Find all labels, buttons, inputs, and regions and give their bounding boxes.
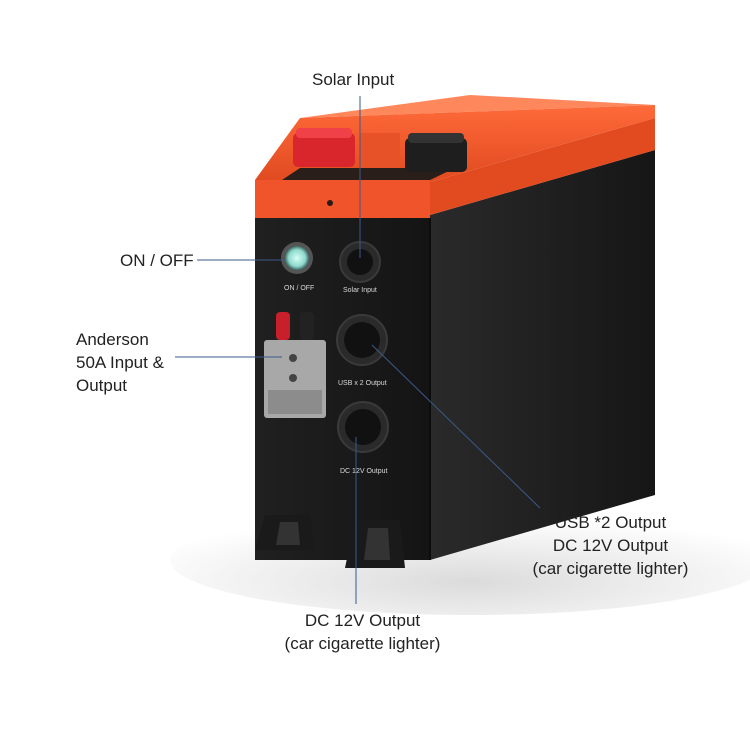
battery-side-panel (430, 150, 655, 560)
positive-terminal (293, 128, 355, 167)
callout-anderson: Anderson 50A Input & Output (76, 328, 164, 397)
power-button[interactable] (281, 242, 313, 274)
panel-label-solar: Solar Input (343, 287, 377, 294)
battery-foot-left (255, 515, 315, 550)
usb-port (336, 314, 388, 366)
panel-label-usb: USB x 2 Output (338, 380, 387, 387)
callout-on-off: ON / OFF (120, 251, 194, 270)
panel-label-on-off: ON / OFF (284, 285, 314, 292)
callout-dc-bottom: DC 12V Output (car cigarette lighter) (260, 609, 465, 655)
solar-input-port (339, 241, 381, 283)
battery-front-orange-band (255, 180, 430, 218)
callout-usb-dc-line-2: DC 12V Output (552, 536, 669, 555)
callout-anderson-line-2: 50A Input & (76, 353, 164, 372)
leader-usb-dc (371, 344, 541, 509)
callout-usb-dc: USB *2 Output DC 12V Output (car cigaret… (508, 511, 713, 580)
battery-side-orange-band (430, 118, 655, 215)
dc-12v-port (337, 401, 389, 453)
callout-anderson-line-1: Anderson (76, 330, 149, 349)
battery-top-lid-rear (300, 95, 655, 118)
callout-dc-bottom-line-2: (car cigarette lighter) (284, 634, 441, 653)
leader-lines (175, 96, 541, 604)
negative-terminal (405, 133, 467, 172)
lid-hinge-block (360, 133, 400, 168)
callout-anderson-line-3: Output (76, 376, 128, 395)
indicator-dot (327, 200, 333, 206)
callout-usb-dc-line-3: (car cigarette lighter) (532, 559, 689, 578)
callout-dc-bottom-line-1: DC 12V Output (304, 611, 421, 630)
callout-usb-dc-line-1: USB *2 Output (554, 513, 667, 532)
callout-solar-input: Solar Input (312, 70, 395, 89)
battery-foot-right (345, 520, 405, 568)
anderson-connector (264, 312, 326, 418)
panel-label-dc: DC 12V Output (340, 468, 388, 475)
